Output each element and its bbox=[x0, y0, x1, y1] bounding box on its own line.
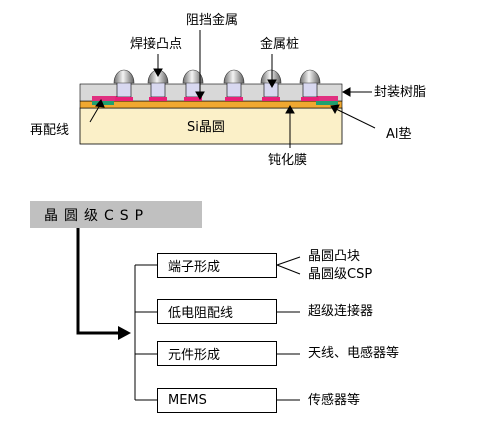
metal-posts bbox=[116, 81, 318, 98]
result-wafer-csp: 晶圆级CSP bbox=[308, 267, 373, 282]
branch-label: 端子形成 bbox=[168, 260, 221, 275]
label-wafer: Si晶圆 bbox=[187, 120, 225, 135]
al-pad bbox=[92, 101, 114, 105]
al-pad bbox=[316, 101, 338, 105]
root-arrow bbox=[76, 228, 120, 335]
branch-box-terminal: 端子形成 bbox=[157, 253, 277, 278]
label-metal-post: 金属桩 bbox=[260, 37, 300, 52]
passivation-layer bbox=[79, 100, 343, 109]
result-wafer-bump: 晶圆凸块 bbox=[308, 249, 361, 264]
root-title: 晶圆级CSP bbox=[44, 207, 150, 224]
label-encapsulant: 封装树脂 bbox=[374, 85, 427, 100]
silicon-wafer bbox=[79, 107, 343, 145]
branch-label: 低电阻配线 bbox=[168, 306, 234, 321]
redistribution-line bbox=[308, 96, 338, 101]
label-passivation: 钝化膜 bbox=[268, 153, 308, 168]
label-solder-bump: 焊接凸点 bbox=[130, 37, 183, 52]
branch-box-component: 元件形成 bbox=[157, 341, 277, 366]
branch-label: 元件形成 bbox=[168, 348, 221, 363]
result-antenna: 天线、电感器等 bbox=[308, 346, 400, 361]
solder-bumps bbox=[113, 69, 321, 84]
result-super-connector: 超级连接器 bbox=[308, 304, 374, 319]
result-sensors: 传感器等 bbox=[308, 393, 361, 408]
label-al-pad: Al垫 bbox=[386, 127, 412, 142]
branch-label: MEMS bbox=[168, 393, 207, 408]
barrier-metal bbox=[115, 97, 319, 101]
branch-box-mems: MEMS bbox=[157, 388, 277, 413]
label-barrier-metal: 阻挡金属 bbox=[186, 13, 239, 28]
root-banner: 晶圆级CSP bbox=[30, 201, 202, 228]
redistribution-line bbox=[92, 96, 120, 101]
label-redistribution: 再配线 bbox=[30, 123, 70, 138]
branch-box-wiring: 低电阻配线 bbox=[157, 299, 277, 324]
